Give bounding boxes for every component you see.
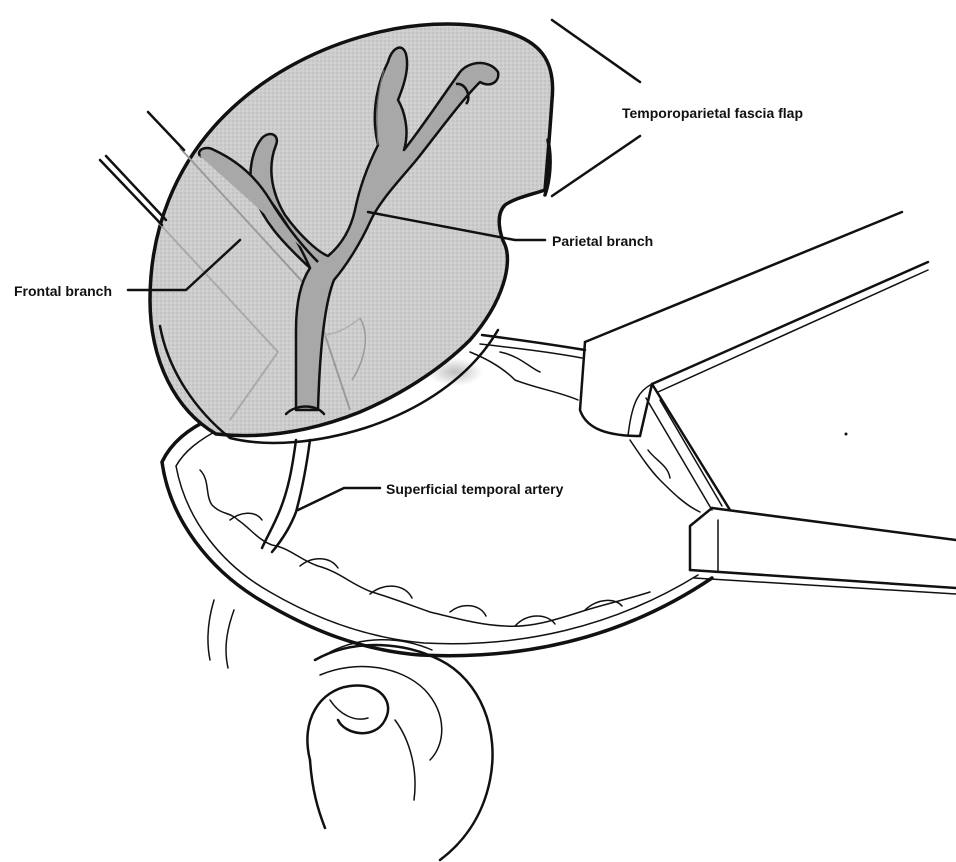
label-superficial-temporal-artery: Superficial temporal artery (386, 481, 564, 497)
label-temporoparietal-fascia-flap: Temporoparietal fascia flap (622, 105, 803, 121)
lower-retractor (690, 433, 956, 595)
ear (208, 600, 493, 860)
superficial-temporal-artery (262, 440, 310, 552)
label-parietal-branch: Parietal branch (552, 233, 653, 249)
label-frontal-branch: Frontal branch (14, 283, 112, 299)
upper-retractor (580, 212, 928, 510)
